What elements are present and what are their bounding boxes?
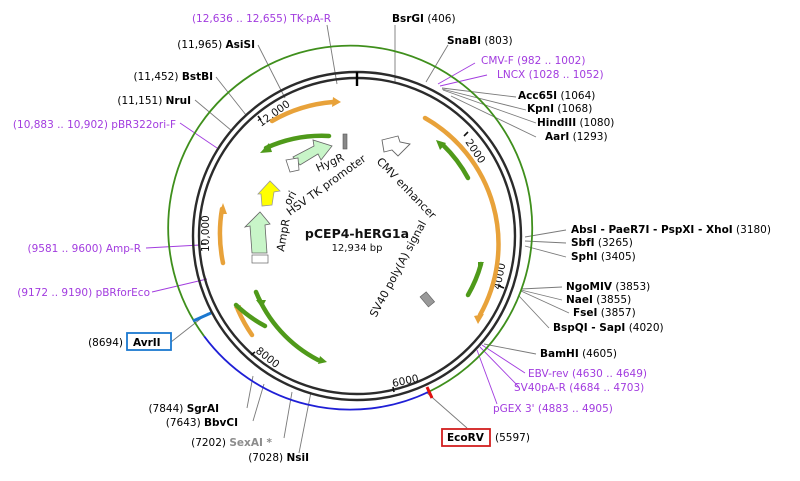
- site-hindiii: HindIII (1080): [537, 117, 614, 129]
- site-sgrai: (7844) SgrAI: [148, 403, 219, 415]
- ampr-promoter-block: [251, 254, 269, 264]
- ecorv-highlight-box: [441, 428, 491, 447]
- site-cmv-f: CMV-F (982 .. 1002): [481, 55, 585, 67]
- cmv-enhancer-label: CMV enhancer: [374, 155, 439, 222]
- site-ecorv: EcoRV: [447, 432, 485, 444]
- plasmid-name: pCEP4-hERG1a: [305, 226, 409, 241]
- site-kpni: KpnI (1068): [527, 103, 592, 115]
- sv40-polya-block: [419, 291, 436, 308]
- avrii-highlight-box: [126, 332, 172, 351]
- site-sexai: (7202) SexAI *: [191, 437, 272, 449]
- hygr-arrow: [292, 139, 333, 166]
- site-naei: NaeI (3855): [566, 294, 631, 306]
- site-amp-r: (9581 .. 9600) Amp-R: [27, 243, 141, 255]
- site-snabi: SnaBI (803): [447, 35, 513, 47]
- site-sbfi: SbfI (3265): [571, 237, 633, 249]
- site-tk-pa-r: (12,636 .. 12,655) TK-pA-R: [192, 13, 331, 25]
- outer-blue-arc: [203, 335, 430, 411]
- site-avrii-pos: (8694): [88, 337, 123, 349]
- site-aari: AarI (1293): [545, 131, 608, 143]
- site-pbr322ori-f: (10,883 .. 10,902) pBR322ori-F: [13, 119, 176, 131]
- site-ecorv-pos: (5597): [495, 432, 530, 444]
- site-fsei: FseI (3857): [573, 307, 636, 319]
- plasmid-length: 12,934 bp: [332, 243, 383, 254]
- site-nsii: (7028) NsiI: [248, 452, 309, 464]
- site-bsrgi: BsrGI (406): [392, 13, 456, 25]
- site-bspqi-sapi: BspQI - SapI (4020): [553, 322, 664, 334]
- hygr-block-end: [342, 133, 348, 150]
- tick-label-6000: 6000: [391, 373, 420, 390]
- outer-green-arc: [167, 44, 534, 393]
- site-bstbi: (11,452) BstBI: [134, 71, 213, 83]
- ecorv-site-mark: [425, 386, 434, 399]
- site-bamhi: BamHI (4605): [540, 348, 617, 360]
- site-bbvci: (7643) BbvCI: [166, 417, 238, 429]
- hsv-tk-promoter-arrow: [285, 157, 300, 173]
- site-lncx: LNCX (1028 .. 1052): [497, 69, 604, 81]
- ampr-arrow: [243, 211, 271, 254]
- site-sv40pa-r: SV40pA-R (4684 .. 4703): [514, 382, 644, 394]
- site-pgex3: pGEX 3' (4883 .. 4905): [493, 403, 613, 415]
- tick-label-10000: 10,000: [200, 215, 212, 252]
- site-asisi: (11,965) AsiSI: [177, 39, 255, 51]
- site-absi-group: AbsI - PaeR7I - PspXI - XhoI (3180): [571, 224, 771, 236]
- ori-arrow: [257, 180, 281, 207]
- site-pbrforeco: (9172 .. 9190) pBRforEco: [17, 287, 150, 299]
- avrii-site-mark: [192, 311, 212, 323]
- ampr-label: AmpR: [274, 218, 293, 253]
- green-arrowheads: [256, 140, 484, 364]
- cmv-enhancer-arrow: [381, 135, 411, 157]
- site-nrui: (11,151) NruI: [117, 95, 191, 107]
- site-sphi: SphI (3405): [571, 251, 636, 263]
- ticks: [201, 115, 505, 393]
- site-acc65i: Acc65I (1064): [518, 90, 595, 102]
- site-ngomiv: NgoMIV (3853): [566, 281, 650, 293]
- ori-label: ori: [281, 189, 299, 208]
- site-ebv-rev: EBV-rev (4630 .. 4649): [528, 368, 647, 380]
- site-avrii: AvrII: [133, 337, 161, 349]
